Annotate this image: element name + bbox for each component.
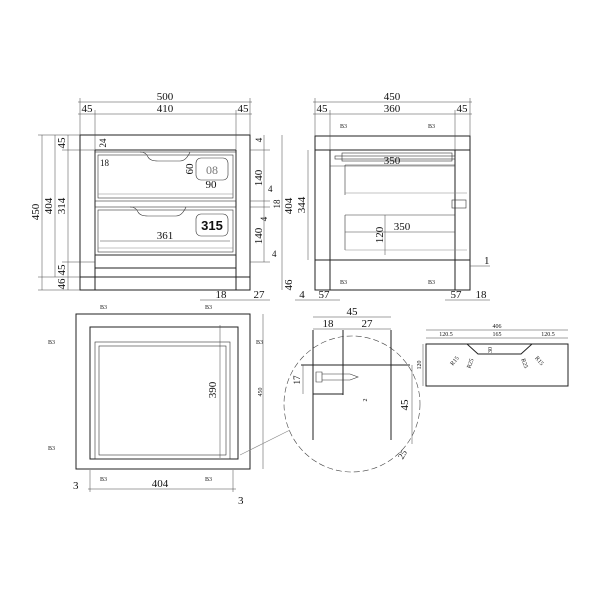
fastener-callout: B3 [428, 124, 435, 130]
radius-label: R25 [467, 358, 476, 369]
radius-label: R15 [450, 356, 461, 368]
dim-detail-chamfer: 25 [396, 448, 409, 461]
dim-drawer1-height: 140 [253, 169, 265, 186]
dim-foot-a: 18 [216, 289, 228, 301]
radius-label: R25 [519, 358, 528, 369]
dim-overall-height: 450 [30, 203, 42, 220]
dim-plan-offset-left: 3 [73, 480, 79, 492]
dim-right-leg: 45 [238, 103, 250, 115]
dim-side-leg-right: 57 [451, 289, 463, 301]
drawer-label-plate [195, 213, 229, 237]
fastener-callout: B3 [205, 305, 212, 311]
dim-gap-mid-b: 18 [272, 199, 282, 209]
dim-handle-mid: 165 [493, 332, 502, 338]
dim-drawer2-height: 140 [253, 227, 265, 244]
dim-drawer-inner-width: 361 [157, 230, 174, 242]
fastener-callout: B3 [205, 477, 212, 483]
dim-detail-part-b: 27 [362, 318, 374, 330]
dim-gap-bottom: 4 [272, 249, 277, 259]
dim-gap-mid-a: 4 [268, 184, 273, 194]
drawer-number-1: 08 [206, 163, 218, 177]
dim-right-foot: 46 [283, 279, 295, 291]
fastener-callout: B3 [100, 305, 107, 311]
radius-label: R15 [533, 356, 544, 368]
dim-plan-depth: 390 [207, 381, 219, 398]
dim-drawer2-height-side: 120 [374, 226, 386, 243]
dim-detail-gap: 2 [363, 399, 369, 402]
dim-top-rail: 45 [56, 137, 68, 149]
dim-overall-width: 500 [157, 91, 174, 103]
dim-drawer2-depth: 350 [394, 221, 411, 233]
drawer-label-plate [195, 157, 229, 181]
dim-side-foot-left: 4 [299, 289, 305, 301]
dim-overall-depth: 450 [384, 91, 401, 103]
dim-side-inner-height: 344 [296, 196, 308, 213]
dim-detail-leg: 45 [399, 399, 411, 411]
dim-label-height: 60 [184, 163, 196, 175]
dim-leg-foot: 46 [56, 278, 68, 290]
fastener-callout: B3 [100, 477, 107, 483]
fastener-callout: B3 [340, 280, 347, 286]
dim-bottom-rail: 45 [56, 264, 68, 276]
dim-handle-height: 120 [417, 361, 423, 370]
fastener-callout: B3 [428, 280, 435, 286]
dim-label-width: 90 [206, 179, 218, 191]
drawer-number-2: 315 [201, 218, 223, 233]
dim-right-body-height: 404 [283, 197, 295, 214]
fastener-callout: B3 [256, 340, 263, 346]
dim-handle-depth: 30 [488, 347, 494, 353]
dim-drawer1-depth: 350 [384, 155, 401, 167]
dim-side-inner-depth: 360 [384, 103, 401, 115]
dim-body-height: 404 [43, 197, 55, 214]
dim-handle-width: 406 [493, 324, 502, 330]
dim-plan-offset-right: 3 [238, 495, 244, 507]
dim-handle-left: 120.5 [439, 332, 453, 338]
dim-side-foot-right: 18 [476, 289, 488, 301]
dim-inner-width: 410 [157, 103, 174, 115]
dim-plan-width: 404 [152, 478, 169, 490]
dim-detail-total: 45 [347, 306, 359, 318]
handle-profile: 406 120.5 165 120.5 120 30 R15 R25 R25 R… [417, 324, 569, 387]
dim-left-leg: 45 [82, 103, 94, 115]
dim-rail-gap: 24 [98, 138, 108, 148]
fastener-callout: B3 [48, 446, 55, 452]
dim-gap-top: 4 [254, 137, 264, 142]
dim-side-left-leg: 45 [317, 103, 329, 115]
fastener-callout: B3 [340, 124, 347, 130]
dim-drawer-offset: 18 [100, 158, 110, 168]
dim-detail-part-a: 18 [323, 318, 335, 330]
joint-detail: 45 18 27 17 2 45 25 [283, 306, 421, 473]
dim-side-leg-left: 57 [319, 289, 331, 301]
dim-side-right-leg: 45 [457, 103, 469, 115]
dim-foot-b: 27 [254, 289, 266, 301]
plan-view: 390 450 404 3 3 B3 B3 B3 B3 B3 B3 B3 [48, 305, 291, 507]
front-view: 08 315 500 45 410 45 450 404 314 45 45 4… [30, 91, 295, 301]
side-view: 450 45 360 45 344 350 350 120 1 4 57 57 … [295, 91, 490, 301]
dim-gap-mid-c: 4 [259, 216, 269, 221]
dim-handle-right: 120.5 [541, 332, 555, 338]
dim-detail-height: 17 [292, 375, 302, 385]
dim-clearance: 1 [484, 255, 490, 267]
dim-plan-outer-depth: 450 [258, 388, 264, 397]
dim-inner-height: 314 [56, 197, 68, 214]
fastener-callout: B3 [48, 340, 55, 346]
